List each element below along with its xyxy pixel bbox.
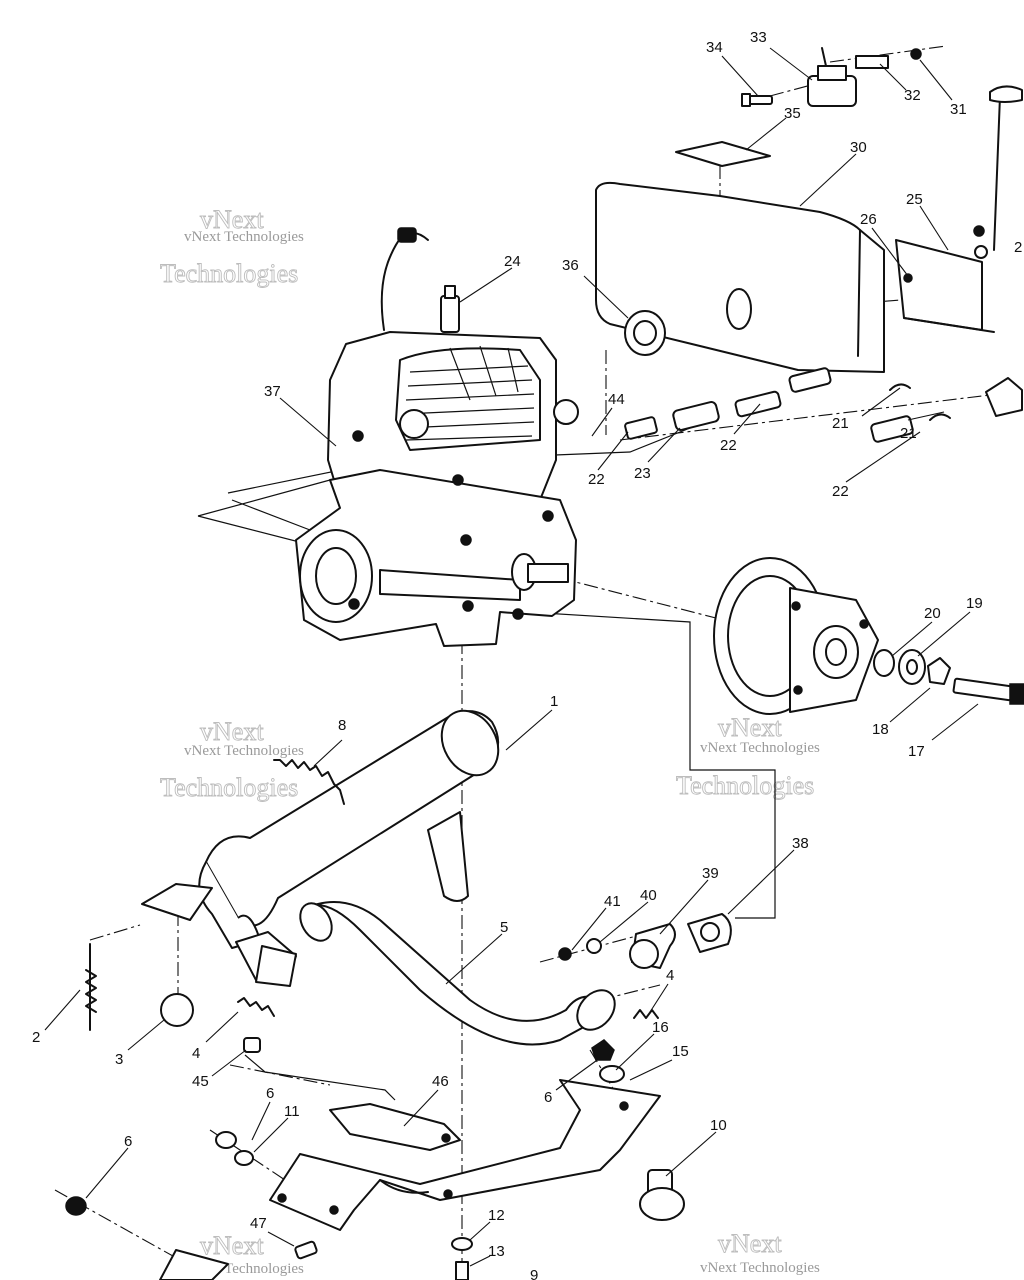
watermark-top-left: vNext Technologies vNext Technologies bbox=[160, 205, 305, 289]
callout-37: 37 bbox=[264, 383, 281, 400]
watermark-bottom-right: vNext vNext Technologies bbox=[700, 1229, 820, 1276]
callout-9: 9 bbox=[530, 1267, 538, 1280]
callout-32: 32 bbox=[904, 87, 921, 104]
watermark-mid-left: vNext Technologies vNext Technologies bbox=[160, 717, 305, 803]
engine-cover-30 bbox=[595, 181, 885, 373]
bolt-34 bbox=[741, 93, 773, 107]
callout-41: 41 bbox=[604, 893, 621, 910]
callout-20: 20 bbox=[924, 605, 941, 622]
right-edge-parts bbox=[973, 85, 1023, 417]
callout-22: 22 bbox=[720, 437, 737, 454]
springs bbox=[85, 759, 659, 1031]
callout-4: 4 bbox=[666, 967, 674, 984]
callout-23: 23 bbox=[634, 465, 651, 482]
watermark-big-2: Technologies bbox=[160, 259, 298, 288]
watermark-big-2: Technologies bbox=[676, 771, 814, 800]
callout-19: 19 bbox=[966, 595, 983, 612]
bracket-25 bbox=[895, 239, 995, 333]
ignition-coil bbox=[807, 47, 922, 107]
exhaust-pipe-5 bbox=[299, 901, 616, 1046]
watermark-big-1: vNext bbox=[200, 1231, 264, 1260]
watermark-text: vNext Technologies bbox=[700, 740, 820, 756]
exhaust-flanges bbox=[558, 913, 732, 969]
callout-40: 40 bbox=[640, 887, 657, 904]
watermark-text: vNext Technologies bbox=[184, 229, 304, 245]
clutch-hardware bbox=[873, 649, 1024, 705]
callout-34: 34 bbox=[706, 39, 723, 56]
callout-24: 24 bbox=[504, 253, 521, 270]
callout-30: 30 bbox=[850, 139, 867, 156]
grommet-3 bbox=[160, 993, 194, 1027]
callout-22: 22 bbox=[832, 483, 849, 500]
callout-1: 1 bbox=[550, 693, 558, 710]
callout-47: 47 bbox=[250, 1215, 267, 1232]
callout-21: 21 bbox=[832, 415, 849, 432]
engine bbox=[295, 227, 579, 647]
callout-16: 16 bbox=[652, 1019, 669, 1036]
callout-11: 11 bbox=[284, 1103, 300, 1120]
grommet-36 bbox=[624, 310, 666, 356]
muffler bbox=[141, 709, 500, 987]
callout-17: 17 bbox=[908, 743, 925, 760]
watermark-big-2: Technologies bbox=[160, 773, 298, 802]
callout-36: 36 bbox=[562, 257, 579, 274]
bracket-46 bbox=[329, 1103, 461, 1151]
callout-44: 44 bbox=[608, 391, 625, 408]
skid-plate-15 bbox=[269, 1079, 661, 1231]
callout-5: 5 bbox=[500, 919, 508, 936]
callout-6: 6 bbox=[124, 1133, 132, 1150]
plate-bottom-left bbox=[159, 1249, 229, 1280]
watermark-big-1: vNext bbox=[718, 713, 782, 742]
callout-27: 2 bbox=[1014, 239, 1022, 256]
watermark-big-1: vNext bbox=[200, 205, 264, 234]
decal-35 bbox=[675, 141, 771, 167]
fuel-system bbox=[624, 367, 951, 443]
callout-8: 8 bbox=[338, 717, 346, 734]
callout-labels: 1 2 3 4 4 5 6 6 6 8 9 10 11 12 13 15 16 … bbox=[32, 29, 1022, 1280]
callout-35: 35 bbox=[784, 105, 801, 122]
callout-39: 39 bbox=[702, 865, 719, 882]
callout-2: 2 bbox=[32, 1029, 40, 1046]
leader-lines bbox=[44, 47, 979, 1267]
watermark-big-1: vNext bbox=[718, 1229, 782, 1258]
callout-26: 26 bbox=[860, 211, 877, 228]
lower-hardware bbox=[65, 1037, 685, 1280]
callout-6: 6 bbox=[266, 1085, 274, 1102]
watermark-big-1: vNext bbox=[200, 717, 264, 746]
callout-25: 25 bbox=[906, 191, 923, 208]
callout-3: 3 bbox=[115, 1051, 123, 1068]
callout-46: 46 bbox=[432, 1073, 449, 1090]
callout-45: 45 bbox=[192, 1073, 209, 1090]
callout-38: 38 bbox=[792, 835, 809, 852]
callout-18: 18 bbox=[872, 721, 889, 738]
callout-33: 33 bbox=[750, 29, 767, 46]
callout-4: 4 bbox=[192, 1045, 200, 1062]
callout-12: 12 bbox=[488, 1207, 505, 1224]
callout-6: 6 bbox=[544, 1089, 552, 1106]
mount-10 bbox=[639, 1169, 685, 1221]
callout-22: 22 bbox=[588, 471, 605, 488]
callout-10: 10 bbox=[710, 1117, 727, 1134]
callout-13: 13 bbox=[488, 1243, 505, 1260]
drive-clutch bbox=[713, 557, 1024, 715]
callout-21: 21 bbox=[900, 425, 917, 442]
watermark-mid-right: vNext Technologies vNext Technologies bbox=[676, 713, 821, 801]
watermark-text: vNext Technologies bbox=[700, 1260, 820, 1276]
callout-15: 15 bbox=[672, 1043, 689, 1060]
watermark-text: vNext Technologies bbox=[184, 743, 304, 759]
callout-31: 31 bbox=[950, 101, 967, 118]
